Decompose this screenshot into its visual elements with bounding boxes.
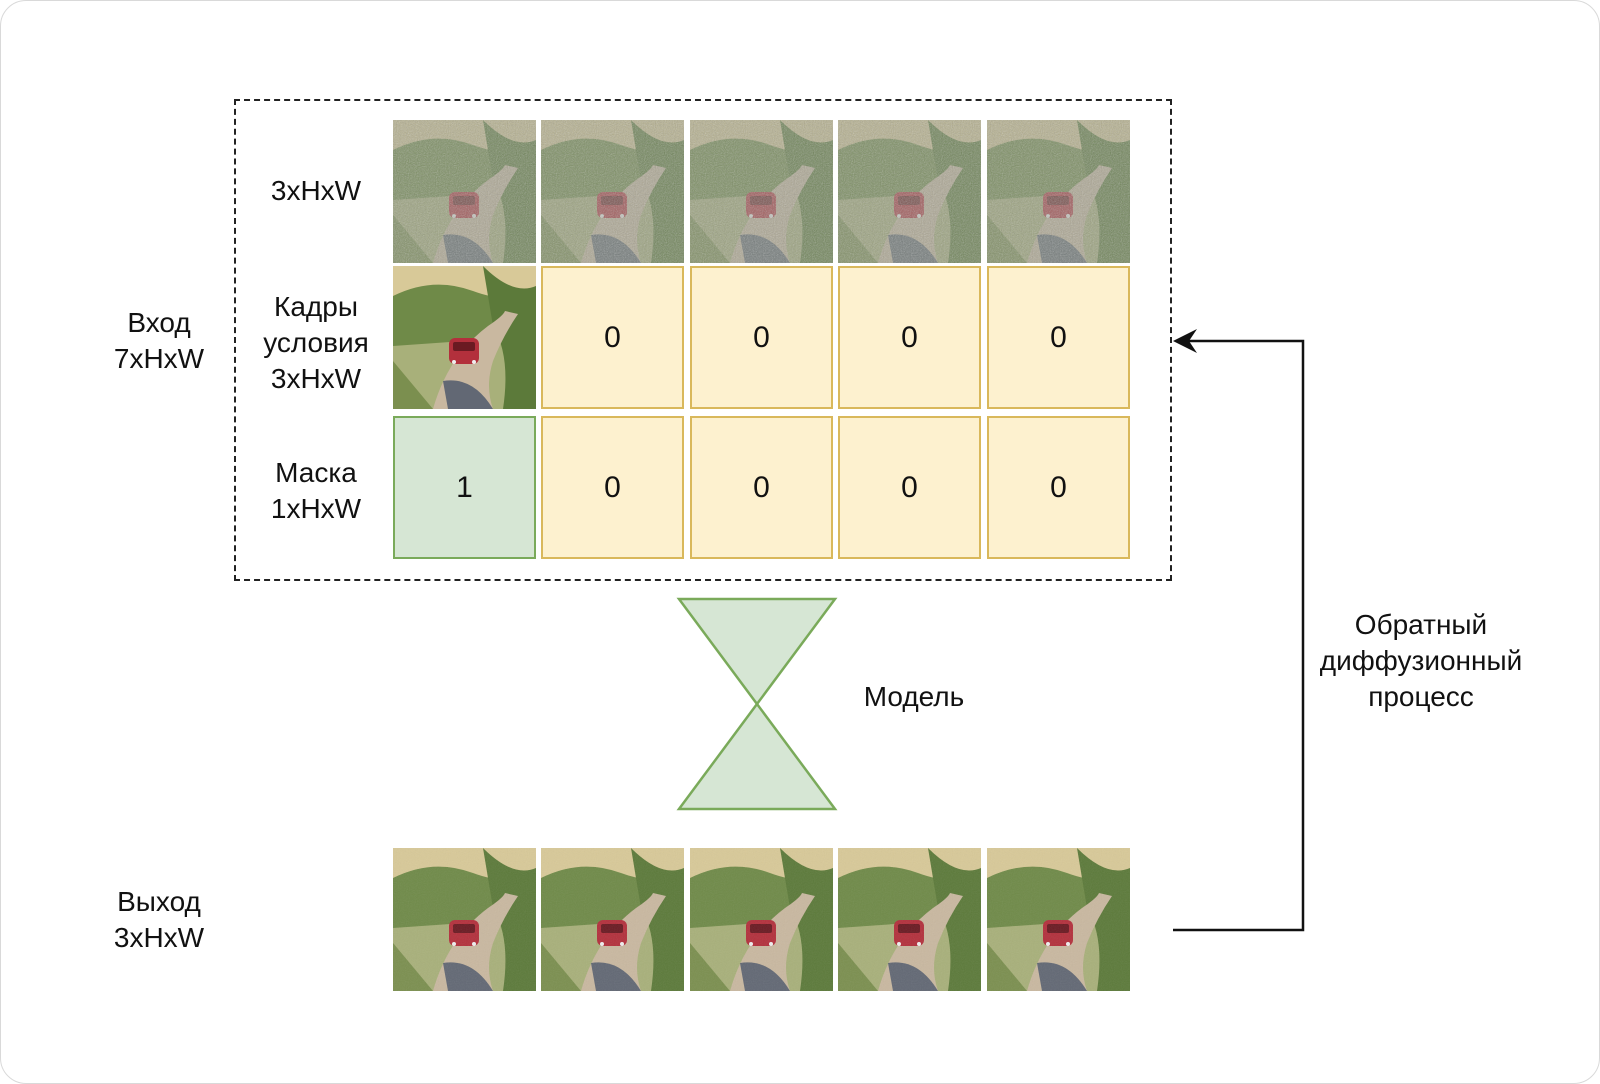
condition-label-line1: Кадры (274, 291, 358, 322)
feedback-label: Обратный диффузионный процесс (1301, 607, 1541, 715)
condition-cell-4: 0 (838, 266, 981, 409)
condition-cell-5: 0 (987, 266, 1130, 409)
input-label-line1: Вход (127, 307, 191, 338)
mask-label-line1: Маска (275, 457, 357, 488)
mask-cell-3: 0 (690, 416, 833, 559)
mask-row-label: Маска 1xHxW (241, 455, 391, 527)
condition-row-label: Кадры условия 3xHxW (241, 289, 391, 397)
mask-cell-2: 0 (541, 416, 684, 559)
condition-cell-2: 0 (541, 266, 684, 409)
input-label-line2: 7xHxW (113, 343, 205, 374)
condition-label-line2: условия (263, 327, 369, 358)
feedback-label-line1: Обратный (1354, 609, 1488, 640)
mask-cell-5: 0 (987, 416, 1130, 559)
input-dashed-frame (234, 99, 1172, 581)
condition-cell-3: 0 (690, 266, 833, 409)
input-label: Вход 7xHxW (97, 305, 221, 377)
condition-label-line3: 3xHxW (270, 363, 362, 394)
model-label: Модель (863, 681, 965, 712)
mask-cell-1: 1 (393, 416, 536, 559)
model-bottom-triangle (676, 701, 838, 811)
arrow-left-icon (1173, 329, 1197, 353)
feedback-line (1173, 339, 1305, 932)
noise-row-label: 3xHxW (270, 175, 362, 206)
output-label-line1: Выход (117, 886, 201, 917)
model-top-triangle (676, 597, 838, 707)
output-label-line2: 3xHxW (113, 922, 205, 953)
mask-label-line2: 1xHxW (270, 493, 362, 524)
feedback-label-line3: процесс (1368, 681, 1474, 712)
mask-cell-4: 0 (838, 416, 981, 559)
output-label: Выход 3xHxW (97, 884, 221, 956)
feedback-label-line2: диффузионный (1319, 645, 1523, 676)
